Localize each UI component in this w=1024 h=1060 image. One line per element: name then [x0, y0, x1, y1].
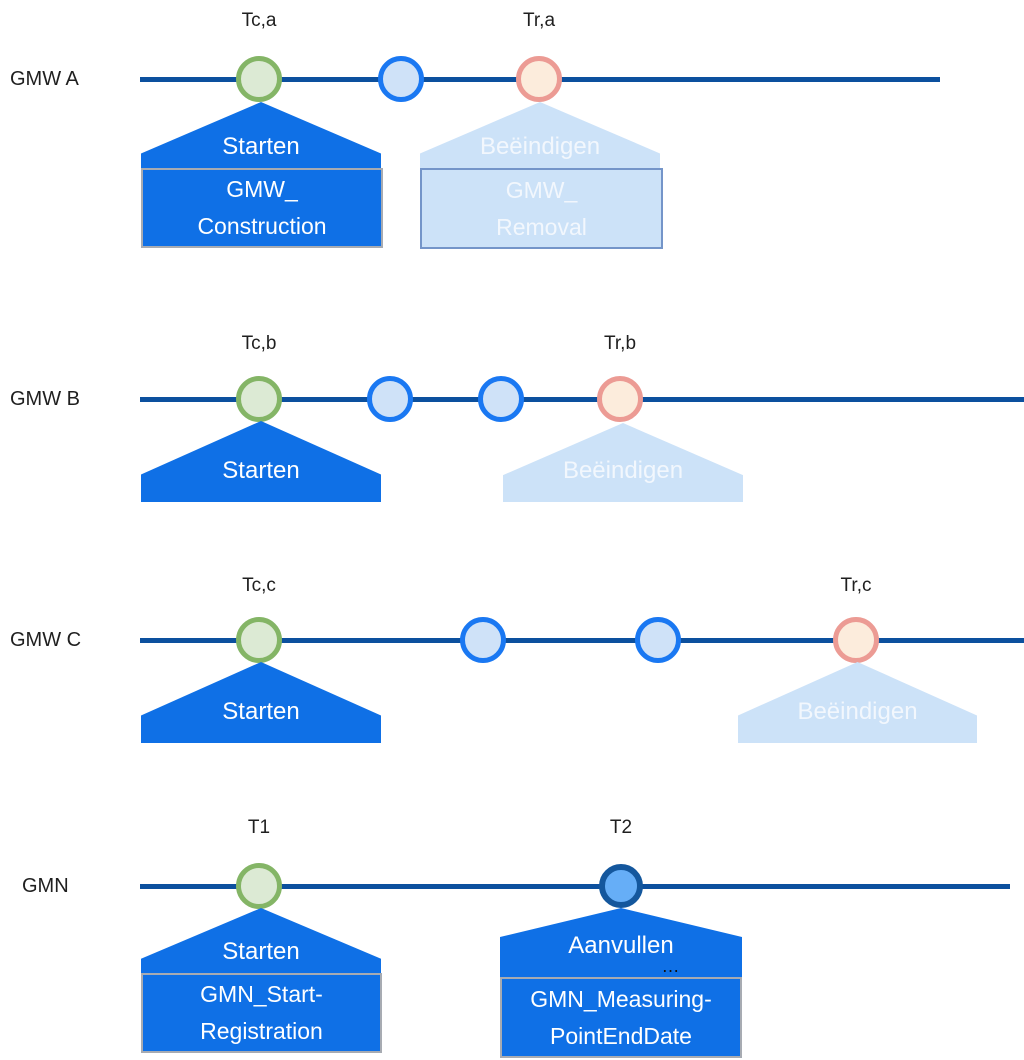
callout-title: Starten [222, 133, 300, 160]
marker-intermediate-blue [378, 56, 424, 102]
marker-intermediate-blue [367, 376, 413, 422]
time-label-tca: Tc,a [241, 10, 277, 31]
time-label-tra: Tr,a [522, 10, 556, 31]
callout-box-gmn-measuringpointenddate: GMN_Measuring- PointEndDate [500, 977, 742, 1058]
callout-box-gmw-removal: GMW_ Removal [420, 168, 663, 249]
time-label-trc: Tr,c [840, 575, 872, 596]
marker-aanvullen-darkblue [599, 864, 643, 908]
marker-intermediate-blue [635, 617, 681, 663]
row-label-gmn: GMN [22, 875, 69, 897]
callout-pentagon-beeindigen: Beëindigen [503, 423, 743, 502]
marker-start-green [236, 617, 282, 663]
time-label-trb: Tr,b [603, 333, 637, 354]
timeline-line-gmw-b [140, 397, 1024, 402]
callout-box-gmw-construction: GMW_ Construction [141, 168, 383, 248]
callout-title: Beëindigen [562, 457, 684, 484]
marker-intermediate-blue [478, 376, 524, 422]
time-label-tcb: Tc,b [241, 333, 277, 354]
marker-removal-orange [833, 617, 879, 663]
callout-box-text: GMN_Measuring- PointEndDate [530, 985, 712, 1049]
callout-pentagon-starten: Starten [141, 102, 381, 168]
callout-pentagon-beeindigen: Beëindigen [420, 102, 660, 168]
row-label-gmw-b: GMW B [10, 388, 80, 410]
callout-pentagon-starten: Starten [141, 662, 381, 743]
callout-title: Beëindigen [797, 698, 918, 725]
callout-pentagon-starten: Starten [141, 421, 381, 502]
callout-box-gmn-start-registration: GMN_Start- Registration [141, 973, 382, 1053]
marker-removal-orange [597, 376, 643, 422]
callout-box-text: GMW_ Construction [197, 176, 327, 239]
callout-title: Starten [222, 938, 300, 965]
time-label-t2: T2 [609, 817, 633, 838]
callout-title: Beëindigen [479, 133, 601, 160]
callout-pentagon-starten: Starten [141, 908, 381, 973]
callout-pentagon-aanvullen: Aanvullen … [500, 908, 742, 977]
callout-pentagon-beeindigen: Beëindigen [738, 662, 977, 743]
marker-intermediate-blue [460, 617, 506, 663]
callout-title: Starten [222, 457, 300, 484]
timeline-line-gmn [140, 884, 1010, 889]
callout-box-text: GMN_Start- Registration [200, 981, 323, 1044]
timeline-line-gmw-c [140, 638, 1024, 643]
marker-start-green [236, 376, 282, 422]
marker-start-green [236, 863, 282, 909]
marker-removal-orange [516, 56, 562, 102]
marker-start-green [236, 56, 282, 102]
time-label-t1: T1 [247, 817, 271, 838]
row-label-gmw-a: GMW A [10, 68, 79, 90]
callout-title: Aanvullen [568, 932, 674, 959]
callout-title: Starten [222, 698, 300, 725]
row-label-gmw-c: GMW C [10, 629, 82, 651]
ellipsis-label: … [661, 956, 681, 976]
time-label-tcc: Tc,c [242, 575, 276, 596]
callout-box-text: GMW_ Removal [496, 176, 587, 240]
